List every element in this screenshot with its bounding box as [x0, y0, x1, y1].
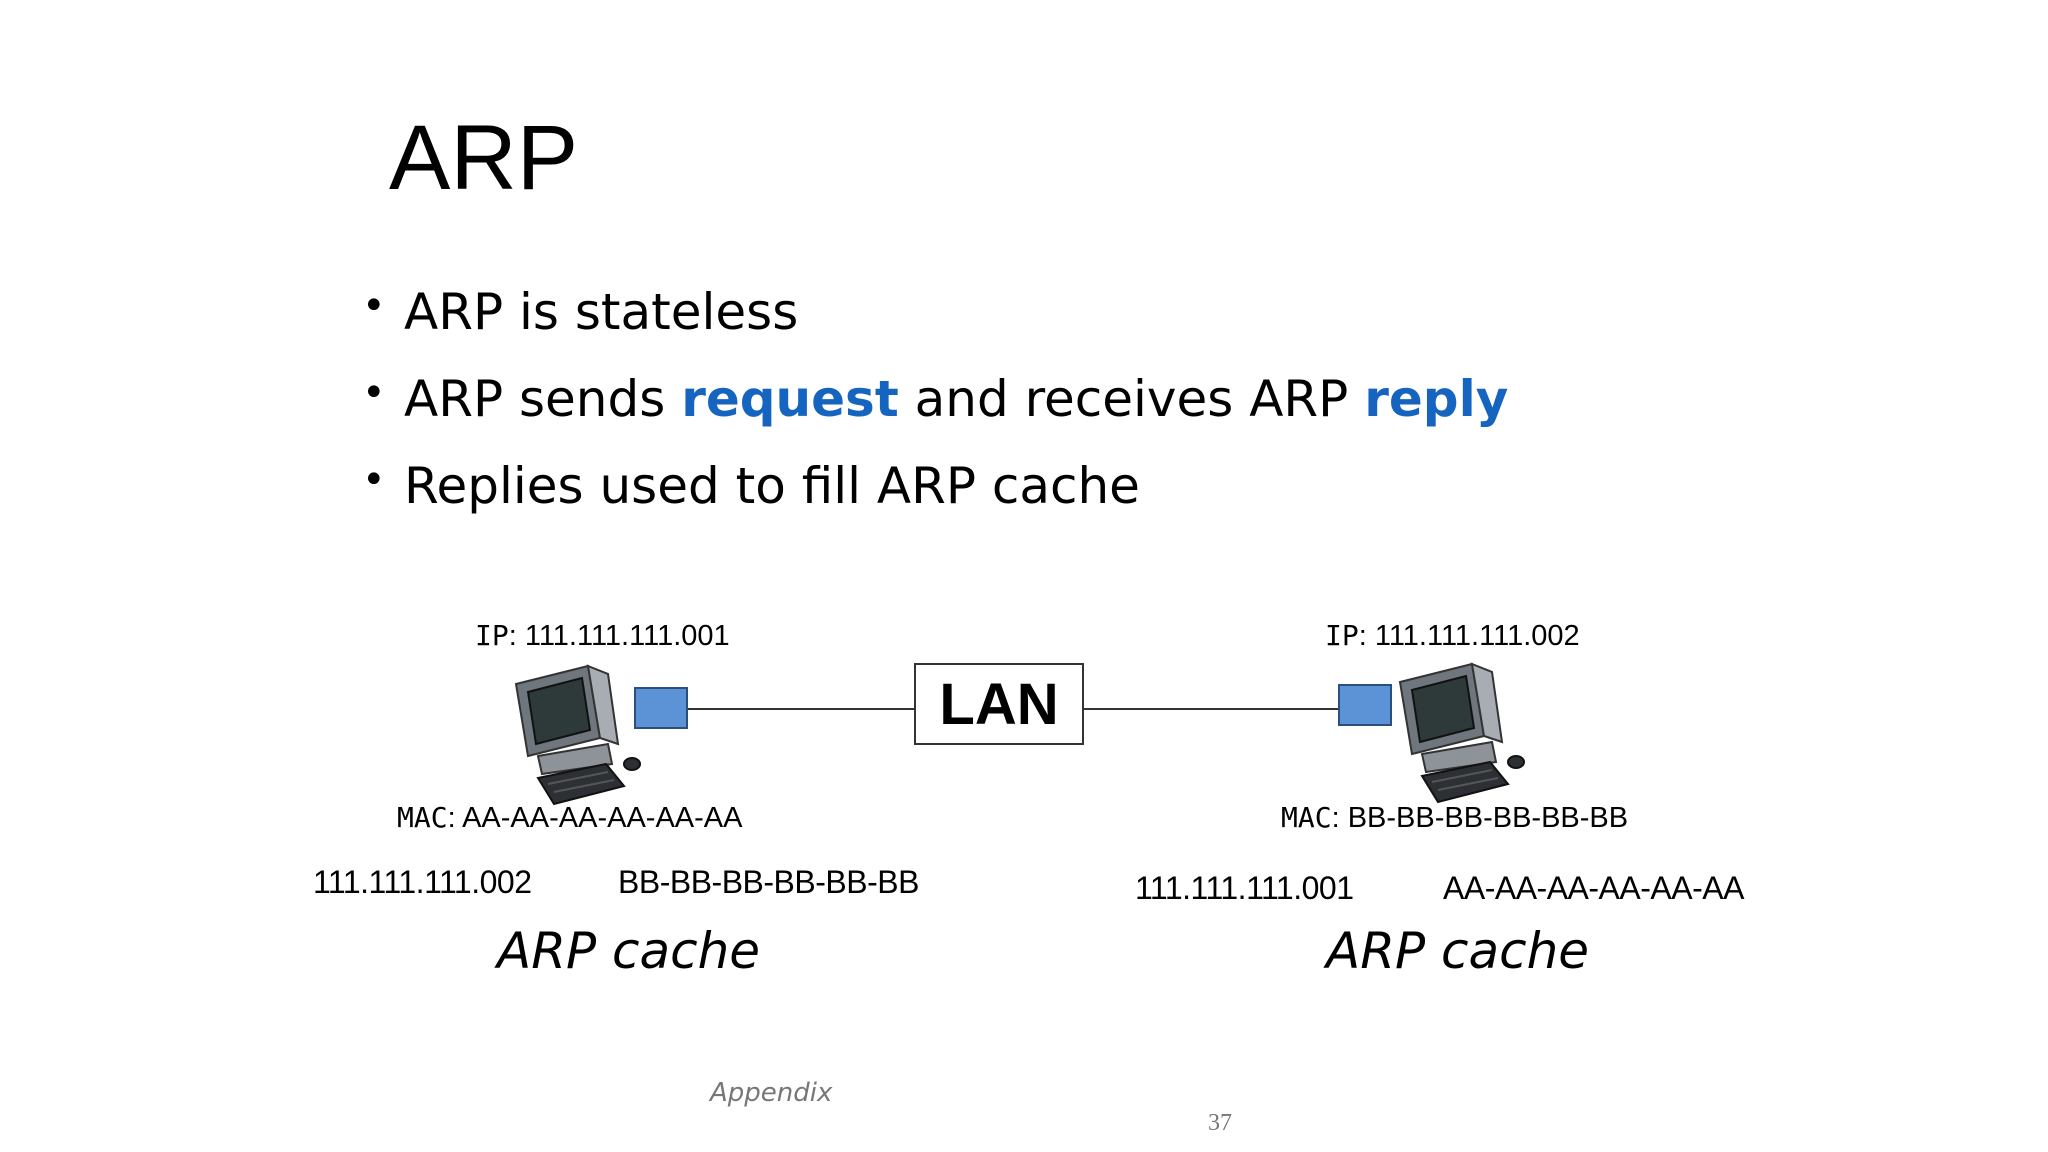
left-cache-title: ARP cache — [497, 922, 761, 980]
bullet-text: Replies used to fill ARP cache — [404, 457, 1140, 515]
right-cache-title: ARP cache — [1326, 922, 1590, 980]
ip-key: IP — [1325, 619, 1359, 652]
bullet-item: ARP is stateless — [362, 276, 1508, 369]
bullet-text: and receives ARP — [898, 370, 1365, 428]
highlighted-term: request — [681, 370, 899, 428]
bullet-item: ARP sends request and receives ARP reply — [362, 363, 1509, 456]
right-link-line — [1084, 708, 1338, 710]
right-host-mac-value: BB-BB-BB-BB-BB-BB — [1347, 802, 1629, 834]
left-host-ip-value: 111.111.111.001 — [524, 620, 730, 652]
left-cache-mac: BB-BB-BB-BB-BB-BB — [618, 864, 919, 900]
right-host-nic — [1338, 684, 1392, 726]
lan-label: LAN — [939, 671, 1059, 737]
page-number: 37 — [1208, 1110, 1232, 1136]
right-host-mac-label: MAC: BB-BB-BB-BB-BB-BB — [1281, 801, 1629, 834]
left-host-mac-label: MAC: AA-AA-AA-AA-AA-AA — [397, 801, 743, 834]
desktop-computer-icon — [514, 664, 641, 806]
bullet-item: Replies used to fill ARP cache — [362, 450, 1508, 543]
slide-title: ARP — [389, 107, 579, 209]
desktop-computer-icon — [1398, 662, 1525, 804]
left-host-mac-value: AA-AA-AA-AA-AA-AA — [462, 802, 743, 834]
bullet-text: ARP sends — [404, 370, 682, 428]
right-cache-mac: AA-AA-AA-AA-AA-AA — [1443, 870, 1744, 906]
left-host-nic — [634, 687, 688, 729]
mac-key: MAC — [397, 801, 448, 834]
left-link-line — [688, 708, 914, 710]
highlighted-term: reply — [1364, 370, 1509, 428]
right-host-ip-label: IP: 111.111.111.002 — [1325, 619, 1580, 652]
left-host-ip-label: IP: 111.111.111.001 — [475, 619, 730, 652]
bullet-text: ARP is stateless — [404, 283, 799, 341]
right-cache-ip: 111.111.111.001 — [1135, 870, 1354, 906]
left-cache-ip: 111.111.111.002 — [313, 864, 532, 900]
right-host-ip-value: 111.111.111.002 — [1374, 620, 1580, 652]
ip-key: IP — [475, 619, 509, 652]
lan-box: LAN — [914, 663, 1084, 745]
bullet-list: ARP is stateless ARP sends request and r… — [362, 276, 1509, 543]
mac-key: MAC — [1281, 801, 1332, 834]
footer-appendix: Appendix — [710, 1078, 833, 1108]
